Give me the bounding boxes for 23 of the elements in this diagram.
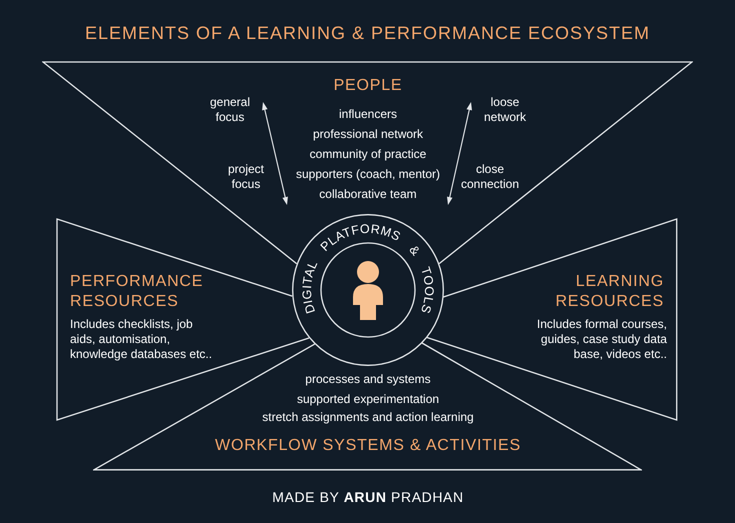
list-item: professional network [312, 126, 424, 142]
list-item: stretch assignments and action learning [262, 408, 474, 425]
credit-text: MADE BY ARUN PRADHAN [272, 488, 464, 506]
description-text: Includes checklists, job aids, automisation, knowledge databases etc.. [70, 317, 214, 362]
list-item: community of practice [310, 146, 426, 162]
description-text: Includes formal courses, guides, case study data base, videos etc.. [536, 317, 667, 362]
list-item: collaborative team [319, 186, 417, 202]
scale-label: close connection [460, 162, 520, 192]
list-item: influencers [338, 106, 398, 122]
scale-label: project focus [228, 162, 264, 192]
list-item: processes and systems [305, 370, 431, 387]
scale-label: loose network [484, 95, 526, 125]
list-item: supported experimentation [296, 390, 440, 407]
curved-label: & [406, 242, 423, 258]
scale-label: general focus [210, 95, 250, 125]
section-heading: LEARNING RESOURCES [555, 272, 664, 312]
diagram-title: ELEMENTS OF A LEARNING & PERFORMANCE ECOSYSTEM [84, 22, 650, 44]
section-heading: PEOPLE [334, 76, 402, 96]
section-heading: WORKFLOW SYSTEMS & ACTIVITIES [215, 436, 521, 456]
list-item: supporters (coach, mentor) [296, 166, 440, 182]
center-circle [292, 214, 444, 366]
top-wedge-panel [42, 61, 693, 265]
section-heading: PERFORMANCE RESOURCES [70, 272, 204, 312]
